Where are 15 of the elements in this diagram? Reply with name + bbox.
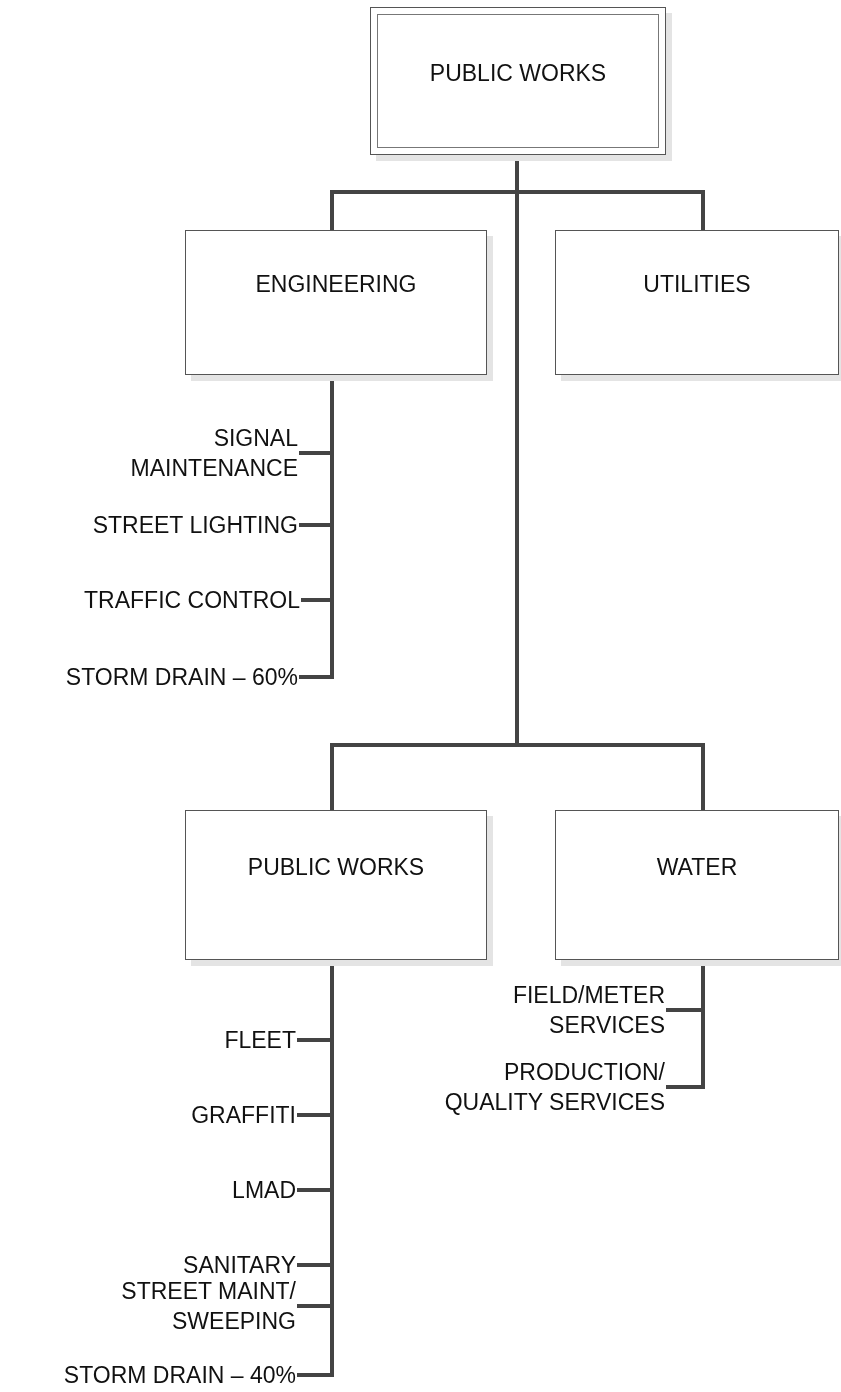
- section-name: TRAFFIC CONTROL: [84, 585, 300, 615]
- section-name: LMAD: [232, 1175, 296, 1205]
- section-name: PRODUCTION/ QUALITY SERVICES: [435, 1057, 665, 1117]
- unit-name: UTILITIES: [643, 271, 751, 298]
- section-name: SIGNAL MAINTENANCE: [98, 423, 298, 483]
- unit-name: PUBLIC WORKS: [429, 59, 607, 87]
- unit-name: PUBLIC WORKS: [247, 853, 425, 881]
- section-name: STORM DRAIN – 60%: [65, 662, 298, 692]
- unit-name: WATER: [656, 853, 738, 881]
- section-name: GRAFFITI: [191, 1100, 296, 1130]
- unit-name: ENGINEERING: [255, 271, 417, 298]
- section-name: STREET LIGHTING: [92, 510, 298, 540]
- section-name: FLEET: [224, 1025, 296, 1055]
- section-name: FIELD/METER SERVICES: [465, 980, 665, 1040]
- section-name: STORM DRAIN – 40%: [63, 1360, 296, 1390]
